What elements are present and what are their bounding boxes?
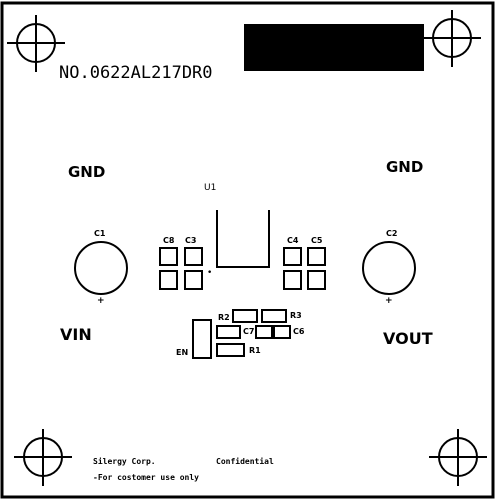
c1-outline	[74, 241, 128, 295]
en-outline	[192, 319, 212, 359]
mount-mark-bottom-left	[14, 429, 72, 486]
r3-label: R3	[290, 311, 302, 320]
footer-confidential: Confidential	[216, 456, 274, 466]
gnd-left-label: GND	[68, 163, 105, 181]
c6-outline-b	[273, 325, 291, 339]
vout-label: VOUT	[383, 329, 433, 348]
c6-outline-a	[255, 325, 273, 339]
c7-outline	[216, 325, 241, 339]
mount-mark-top-left	[7, 15, 65, 72]
r2-outline	[232, 309, 258, 323]
u1-outline	[216, 210, 270, 268]
c8-label: C8	[163, 236, 175, 245]
mount-mark-bottom-right	[429, 429, 487, 486]
part-number: NO.0622AL217DR0	[59, 63, 213, 83]
r2-label: R2	[218, 313, 230, 322]
mount-mark-top-right	[423, 10, 481, 67]
c5-label: C5	[311, 236, 323, 245]
r1-label: R1	[249, 346, 261, 355]
c3-label: C3	[185, 236, 196, 245]
vin-label: VIN	[60, 325, 92, 344]
c2-outline	[362, 241, 416, 295]
footer-note: -For costomer use only	[93, 473, 199, 482]
redaction-block	[244, 24, 424, 71]
c1-label: C1	[94, 229, 106, 238]
r3-outline	[261, 309, 287, 323]
c8-c3-footprint	[159, 247, 203, 290]
en-label: EN	[176, 348, 188, 357]
c6-label: C6	[293, 327, 305, 336]
c2-label: C2	[386, 229, 397, 238]
u1-pin1-dot: •	[207, 268, 212, 278]
c1-polarity: +	[97, 296, 105, 306]
c4-c5-footprint	[283, 247, 326, 290]
u1-label: U1	[204, 183, 216, 193]
c4-label: C4	[287, 236, 299, 245]
footer-company: Silergy Corp.	[93, 456, 156, 466]
c2-polarity: +	[385, 296, 393, 306]
c7-label: C7	[243, 327, 254, 336]
gnd-right-label: GND	[386, 158, 423, 176]
r1-outline	[216, 343, 245, 357]
